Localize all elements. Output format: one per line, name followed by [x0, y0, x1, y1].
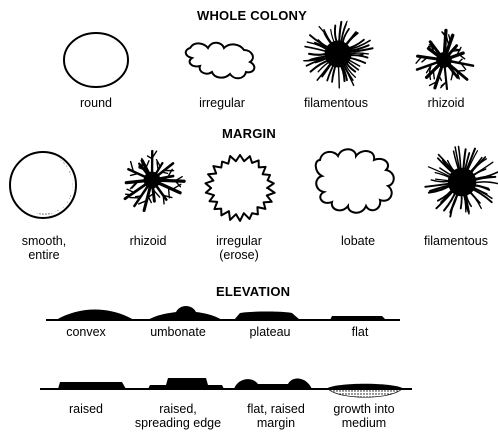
growth-into-medium-label: growth into medium	[322, 402, 406, 430]
erose-margin-icon	[206, 155, 275, 221]
filamentous-colony-icon	[304, 21, 373, 88]
irregular-label: irregular	[188, 96, 256, 110]
flat-raised-margin-label: flat, raised margin	[234, 402, 318, 430]
raised-spreading-line1: raised,	[159, 402, 197, 416]
growth-line1: growth into	[333, 402, 394, 416]
convex-label: convex	[58, 325, 114, 339]
plateau-elevation-icon	[234, 312, 300, 321]
rhizoid-colony-icon	[416, 30, 473, 89]
rhizoid-margin-label: rhizoid	[118, 234, 178, 248]
umbonate-label: umbonate	[140, 325, 216, 339]
lobate-margin-icon	[316, 149, 394, 213]
irregular-erose-line2: (erose)	[204, 248, 274, 262]
growth-line2: medium	[322, 416, 406, 430]
flat-elevation-icon	[330, 316, 386, 320]
raised-spreading-line2: spreading edge	[120, 416, 236, 430]
flat-raised-line2: margin	[234, 416, 318, 430]
round-colony-icon	[64, 33, 128, 87]
raised-spreading-edge-label: raised, spreading edge	[120, 402, 236, 430]
flat-raised-line1: flat, raised	[247, 402, 305, 416]
raised-elevation-icon	[58, 382, 126, 389]
smooth-margin-icon	[10, 152, 76, 218]
smooth-label-line1: smooth,	[22, 234, 66, 248]
growth-into-medium-icon	[326, 384, 404, 398]
umbonate-elevation-icon	[148, 306, 222, 320]
flat-raised-margin-icon	[234, 379, 312, 389]
smooth-entire-label: smooth, entire	[12, 234, 76, 262]
filamentous-margin-icon	[425, 147, 498, 217]
raised-label: raised	[58, 402, 114, 416]
plateau-label: plateau	[240, 325, 300, 339]
filamentous-label: filamentous	[294, 96, 378, 110]
rhizoid-label: rhizoid	[418, 96, 474, 110]
convex-elevation-icon	[56, 310, 134, 321]
rhizoid-margin-icon	[125, 151, 184, 210]
irregular-erose-label: irregular (erose)	[204, 234, 274, 262]
filamentous-margin-label: filamentous	[414, 234, 498, 248]
round-label: round	[72, 96, 120, 110]
raised-spreading-edge-icon	[148, 378, 224, 389]
irregular-erose-line1: irregular	[216, 234, 262, 248]
lobate-label: lobate	[330, 234, 386, 248]
flat-label: flat	[340, 325, 380, 339]
irregular-colony-icon	[186, 43, 255, 79]
smooth-label-line2: entire	[12, 248, 76, 262]
